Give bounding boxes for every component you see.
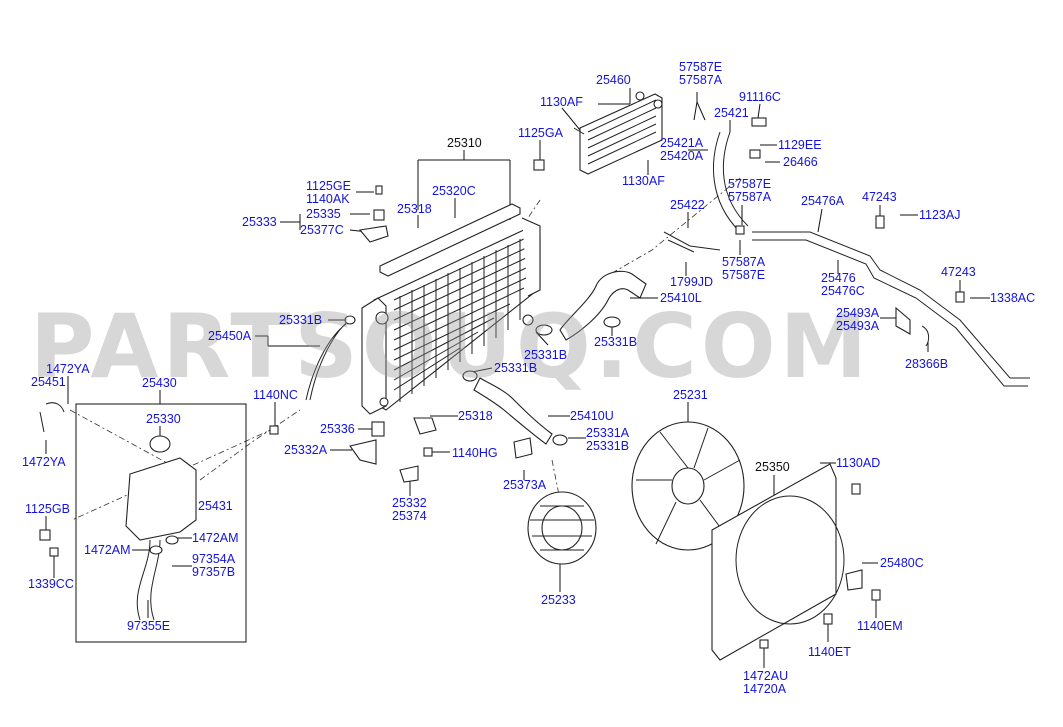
part-label-25493a[interactable]: 25493A: [836, 319, 880, 333]
oil-cooler-lines: [663, 131, 1030, 387]
part-label-1123aj[interactable]: 1123AJ: [919, 208, 961, 222]
part-label-97357b[interactable]: 97357B: [192, 565, 236, 579]
part-label-25331b[interactable]: 25331B: [279, 313, 323, 327]
part-label-25421[interactable]: 25421: [714, 106, 749, 120]
part-label-25431[interactable]: 25431: [198, 499, 233, 513]
cooling-fan: [631, 421, 745, 551]
part-label-25374[interactable]: 25374: [392, 509, 427, 523]
part-label-26466[interactable]: 26466: [783, 155, 818, 169]
part-label-25422[interactable]: 25422: [670, 198, 705, 212]
part-label-57587e[interactable]: 57587E: [728, 177, 772, 191]
part-label-91116c[interactable]: 91116C: [739, 90, 781, 104]
part-label-25331b[interactable]: 25331B: [594, 335, 638, 349]
part-label-25476[interactable]: 25476: [821, 271, 856, 285]
part-label-1472am[interactable]: 1472AM: [192, 531, 239, 545]
part-label-25350: 25350: [755, 460, 790, 474]
part-label-1125ge[interactable]: 1125GE: [306, 179, 351, 193]
part-label-47243[interactable]: 47243: [862, 190, 897, 204]
part-label-25480c[interactable]: 25480C: [880, 556, 924, 570]
part-label-25231[interactable]: 25231: [673, 388, 708, 402]
part-label-1130af[interactable]: 1130AF: [622, 174, 665, 188]
part-label-1140ak[interactable]: 1140AK: [306, 192, 350, 206]
part-label-97355e[interactable]: 97355E: [127, 619, 171, 633]
part-label-25320c[interactable]: 25320C: [432, 184, 476, 198]
part-label-97354a[interactable]: 97354A: [192, 552, 236, 566]
part-label-25451[interactable]: 25451: [31, 375, 66, 389]
part-label-25410l[interactable]: 25410L: [660, 291, 702, 305]
part-label-25331b[interactable]: 25331B: [586, 439, 630, 453]
reservoir-tank: [39, 402, 197, 621]
part-label-57587e[interactable]: 57587E: [679, 60, 723, 74]
part-label-25430[interactable]: 25430: [142, 376, 177, 390]
part-label-25332a[interactable]: 25332A: [284, 443, 328, 457]
part-label-25377c[interactable]: 25377C: [300, 223, 344, 237]
part-label-25460[interactable]: 25460: [596, 73, 631, 87]
part-label-57587a[interactable]: 57587A: [679, 73, 723, 87]
part-label-25476c[interactable]: 25476C: [821, 284, 865, 298]
part-label-1125gb[interactable]: 1125GB: [25, 502, 70, 516]
part-label-57587a[interactable]: 57587A: [728, 190, 772, 204]
part-label-1140et[interactable]: 1140ET: [808, 645, 851, 659]
part-label-25310: 25310: [447, 136, 482, 150]
part-label-1125ga[interactable]: 1125GA: [518, 126, 563, 140]
part-label-25330[interactable]: 25330: [146, 412, 181, 426]
radiator: [361, 203, 541, 415]
part-label-28366b[interactable]: 28366B: [905, 357, 949, 371]
reservoir-group-frame: [75, 403, 247, 643]
upper-hose: [559, 270, 647, 341]
part-label-25318[interactable]: 25318: [397, 202, 432, 216]
part-label-25318[interactable]: 25318: [458, 409, 493, 423]
part-label-1472au[interactable]: 1472AU: [743, 669, 789, 683]
part-label-1472ya[interactable]: 1472YA: [46, 362, 90, 376]
part-label-25493a[interactable]: 25493A: [836, 306, 880, 320]
part-label-1129ee[interactable]: 1129EE: [778, 138, 822, 152]
part-label-25410u[interactable]: 25410U: [570, 409, 614, 423]
part-label-1130af[interactable]: 1130AF: [540, 95, 583, 109]
fan-clutch: [527, 491, 597, 565]
part-label-1140nc[interactable]: 1140NC: [253, 388, 298, 402]
part-label-25333[interactable]: 25333: [242, 215, 277, 229]
part-label-25450a[interactable]: 25450A: [208, 329, 252, 343]
part-label-57587e[interactable]: 57587E: [722, 268, 766, 282]
part-label-25332[interactable]: 25332: [392, 496, 427, 510]
part-label-47243[interactable]: 47243: [941, 265, 976, 279]
part-label-25335[interactable]: 25335: [306, 207, 341, 221]
part-label-25233[interactable]: 25233: [541, 593, 576, 607]
part-label-25421a[interactable]: 25421A: [660, 136, 704, 150]
part-label-1140hg[interactable]: 1140HG: [452, 446, 498, 460]
part-label-25373a[interactable]: 25373A: [503, 478, 547, 492]
overflow-hose: [305, 319, 351, 401]
leader-lines: [45, 88, 990, 668]
part-label-25331a[interactable]: 25331A: [586, 426, 630, 440]
part-label-25476a[interactable]: 25476A: [801, 194, 845, 208]
part-label-25331b[interactable]: 25331B: [524, 348, 568, 362]
part-label-1338ac[interactable]: 1338AC: [990, 291, 1036, 305]
part-label-25331b[interactable]: 25331B: [494, 361, 538, 375]
part-label-1472ya[interactable]: 1472YA: [22, 455, 66, 469]
oil-cooler: [573, 91, 663, 175]
small-parts: [39, 117, 965, 649]
lower-hose: [473, 377, 553, 445]
part-label-1339cc[interactable]: 1339CC: [28, 577, 74, 591]
fan-shroud: [711, 463, 845, 661]
part-label-1472am[interactable]: 1472AM: [84, 543, 131, 557]
part-label-1130ad[interactable]: 1130AD: [836, 456, 881, 470]
part-label-1140em[interactable]: 1140EM: [857, 619, 903, 633]
part-label-1799jd[interactable]: 1799JD: [670, 275, 714, 289]
part-label-57587a[interactable]: 57587A: [722, 255, 766, 269]
part-label-25420a[interactable]: 25420A: [660, 149, 704, 163]
part-label-25336[interactable]: 25336: [320, 422, 355, 436]
part-label-14720a[interactable]: 14720A: [743, 682, 787, 696]
